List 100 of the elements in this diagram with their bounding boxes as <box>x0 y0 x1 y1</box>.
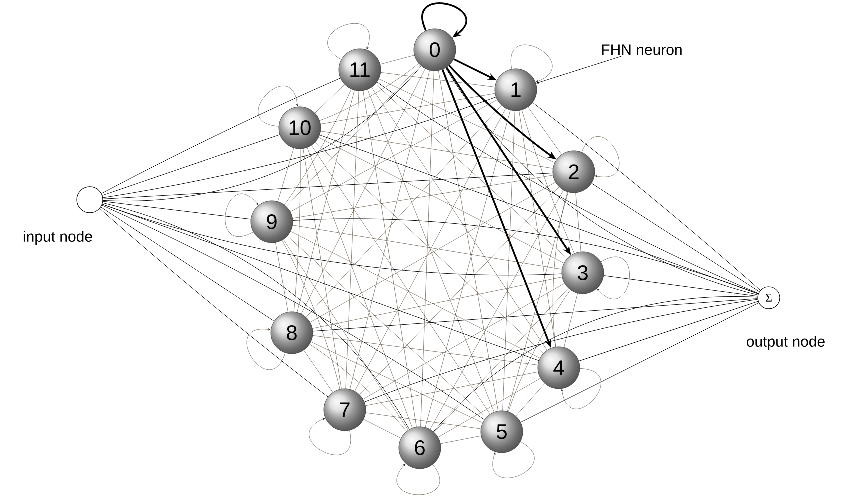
connection-line <box>438 378 541 438</box>
leader-line <box>536 56 622 84</box>
connection-line <box>372 87 548 350</box>
neuron-sphere: 1 <box>494 68 538 112</box>
connection-line <box>292 218 759 294</box>
self-loop-arrow <box>582 136 620 178</box>
connection-line <box>290 231 540 359</box>
connection-line <box>564 293 578 348</box>
connection-line <box>354 108 506 392</box>
connection-line <box>297 90 355 313</box>
connection-line <box>312 336 538 366</box>
connection-line <box>360 187 560 395</box>
connection-line <box>292 175 554 219</box>
annotation-text: FHN neuron <box>602 44 682 56</box>
connection-line <box>434 288 569 433</box>
connection-line <box>346 91 360 389</box>
connection-line <box>366 412 482 430</box>
connection-line <box>311 342 483 424</box>
connection-line <box>364 419 402 439</box>
connection-line <box>364 299 758 402</box>
connection-line <box>306 105 502 318</box>
connection-line <box>320 94 496 124</box>
connection-line <box>318 138 564 264</box>
self-loop-arrow <box>561 368 602 410</box>
connection-line <box>320 64 419 121</box>
connection-line <box>368 90 494 412</box>
connection-line <box>516 384 546 416</box>
connection-line <box>102 201 252 220</box>
self-loop-arrow <box>492 442 534 478</box>
neuron-sphere: 2 <box>552 150 596 194</box>
neuron-sphere: 6 <box>398 426 442 470</box>
connection-line <box>520 302 760 423</box>
connection-line <box>320 134 759 294</box>
connection-line <box>363 283 565 400</box>
connection-line <box>303 148 342 390</box>
connection-line <box>276 242 288 312</box>
connection-line <box>103 66 422 202</box>
connection-line <box>304 350 334 393</box>
node-caption: input node <box>24 231 92 245</box>
connection-line <box>288 236 486 418</box>
connection-line <box>286 65 421 207</box>
self-loop-arrow <box>246 328 286 370</box>
connection-line <box>578 301 759 362</box>
self-loop-arrow <box>597 257 630 300</box>
connection-line <box>283 240 409 430</box>
connection-line <box>379 78 556 164</box>
connection-line <box>312 298 758 332</box>
connection-line <box>553 192 568 348</box>
neuron-sphere: 4 <box>538 346 580 390</box>
connection-line <box>430 190 564 430</box>
node-caption: output node <box>747 336 825 350</box>
neuron-sphere: 3 <box>562 252 604 294</box>
connection-line <box>310 344 407 432</box>
connection-line <box>102 202 410 430</box>
connection-line <box>604 276 758 297</box>
connection-line <box>519 110 556 348</box>
self-loop-arrow <box>511 44 553 82</box>
connection-line <box>380 55 415 65</box>
connection-line <box>102 97 496 198</box>
connection-line <box>315 84 345 114</box>
self-loop-arrow <box>328 24 370 60</box>
connection-line <box>438 70 498 412</box>
connection-line <box>420 71 434 427</box>
connection-line <box>102 204 540 362</box>
connection-line <box>446 68 758 296</box>
connection-line <box>102 78 341 194</box>
connection-line <box>310 182 556 323</box>
connection-line <box>312 145 490 414</box>
connection-line <box>380 72 496 88</box>
neuron-sphere: 11 <box>338 48 382 92</box>
neuron-sphere: 10 <box>278 106 322 150</box>
connection-line <box>502 111 516 411</box>
connection-line <box>440 436 482 444</box>
neuron-sphere: 9 <box>250 200 294 244</box>
connection-line <box>508 290 571 412</box>
connection-line <box>282 240 340 390</box>
connection-line <box>532 102 761 291</box>
connection-line <box>100 208 328 398</box>
neuron-sphere: 5 <box>480 410 524 454</box>
self-loop-arrow <box>309 418 352 456</box>
connection-line <box>366 372 538 406</box>
connection-line <box>434 296 758 432</box>
self-loop-arrow <box>225 194 259 237</box>
connection-line <box>294 149 301 312</box>
connection-line <box>350 70 430 390</box>
connection-line <box>376 84 568 259</box>
connection-line <box>363 90 417 428</box>
self-loop-arrow <box>396 464 440 496</box>
connection-line <box>307 148 413 428</box>
connection-line <box>103 172 554 200</box>
connection-line <box>301 68 426 314</box>
connection-line <box>528 107 562 155</box>
neuron-sphere: 7 <box>324 388 366 432</box>
connection-line <box>425 110 511 428</box>
connection-line <box>102 205 485 420</box>
connection-line <box>102 134 280 196</box>
connection-line <box>315 142 544 354</box>
connection-line <box>284 89 352 206</box>
connection-line <box>278 148 294 202</box>
neuron-sphere: 8 <box>270 312 314 354</box>
